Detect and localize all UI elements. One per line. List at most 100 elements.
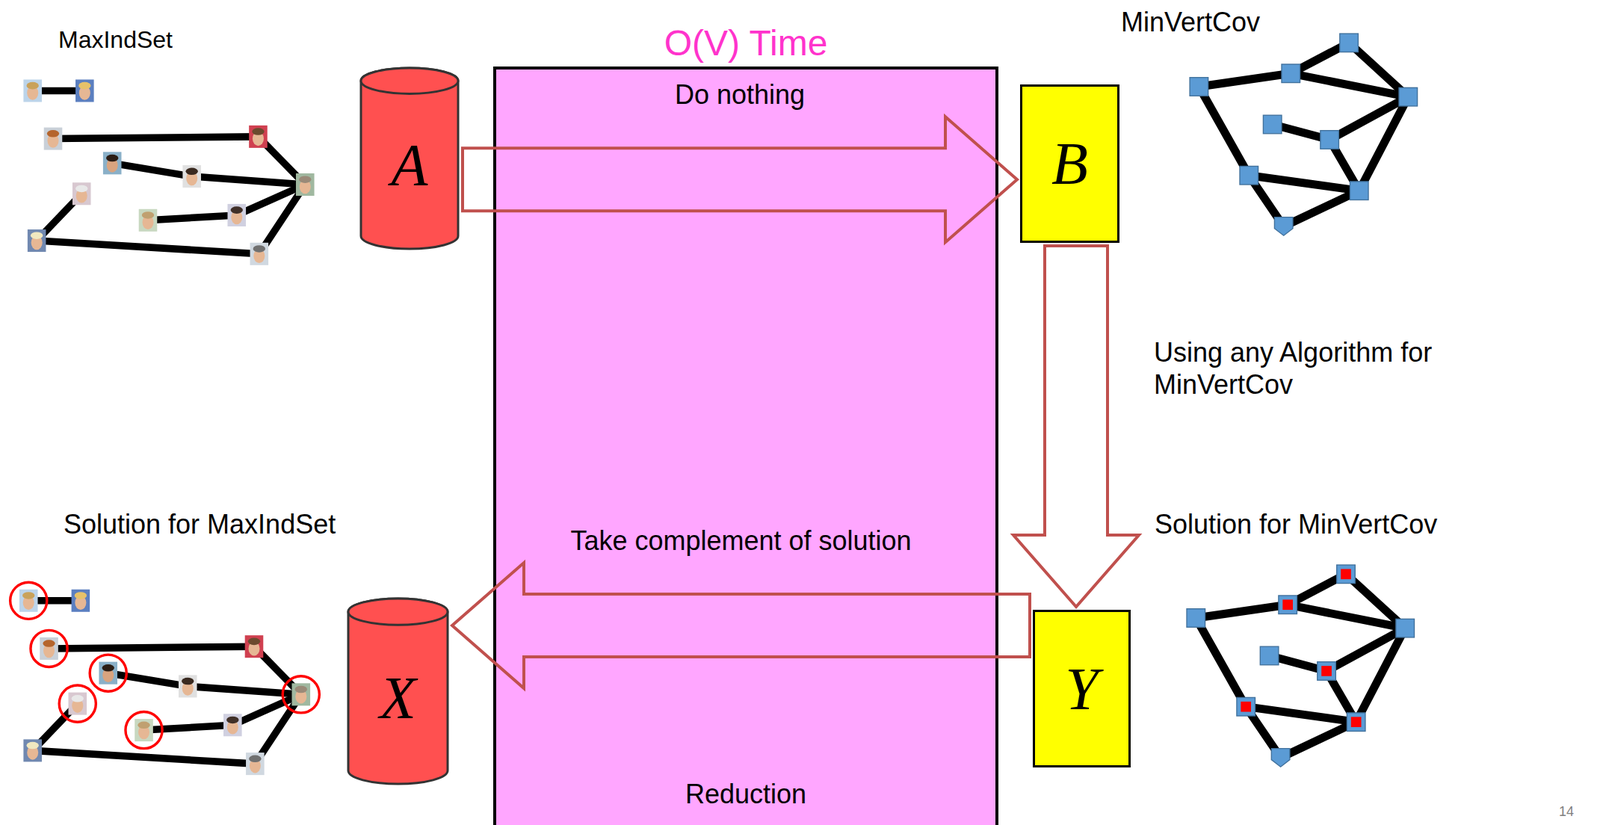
graph-vertices	[1339, 33, 1359, 53]
box-letter: A	[391, 135, 429, 196]
box-letter: X	[379, 668, 417, 728]
cover-marks	[1340, 568, 1352, 580]
graph-edges	[112, 162, 193, 177]
face-photos	[30, 231, 43, 240]
label-slot: MaxIndSet	[58, 25, 173, 54]
graph-edges	[1283, 190, 1360, 227]
selection-circles	[59, 685, 96, 722]
face-photos	[23, 79, 314, 265]
graph-edges	[147, 215, 237, 221]
solution-title: Solution for MinVertCov	[1154, 508, 1438, 541]
vertex-graph	[1186, 564, 1414, 767]
face-photos	[75, 79, 95, 102]
face-photos	[230, 206, 243, 214]
arrow-label: Using any Algorithm for MinVertCov	[1153, 336, 1438, 401]
graph-vertices	[1398, 87, 1418, 107]
selection-circles	[89, 654, 127, 692]
graph-title: MaxIndSet	[58, 25, 173, 54]
cover-marks	[1321, 665, 1332, 677]
graph-edges	[1359, 97, 1409, 192]
graph-vertices	[1189, 33, 1417, 236]
graph-vertices	[1281, 64, 1301, 83]
edge-label-slot: Take complement of solution	[570, 524, 911, 557]
face-photos	[106, 154, 119, 163]
face-photos	[27, 229, 47, 252]
cover-marks	[1351, 716, 1362, 728]
label-slot: MinVertCov	[1120, 5, 1260, 39]
face-photos	[44, 127, 63, 151]
face-photos	[23, 79, 42, 102]
selection-circles	[125, 712, 163, 749]
people-graph	[19, 589, 311, 775]
page-number: 14	[1558, 804, 1574, 821]
face-photos	[141, 211, 154, 219]
graph-vertices	[1320, 130, 1340, 150]
graph-edges	[192, 176, 306, 185]
graph-edges	[32, 90, 306, 254]
face-photos	[186, 167, 199, 175]
face-photos	[139, 209, 158, 232]
edge-label-slot: Do nothing	[674, 78, 805, 111]
face-photos	[47, 130, 60, 138]
cylinder-body	[348, 598, 448, 784]
time-heading: O(V) Time	[664, 21, 829, 66]
cylinder-top	[360, 68, 459, 94]
face-photos	[78, 82, 91, 90]
label-slot: Solution for MaxIndSet	[63, 508, 336, 541]
selection-circles	[10, 582, 320, 749]
selection-circles	[30, 629, 68, 667]
cylinder-store: A	[359, 66, 460, 251]
arrow-label: Take complement of solution	[570, 524, 911, 557]
graph-edges	[1248, 175, 1359, 191]
arrow-label: Do nothing	[674, 78, 805, 111]
cylinder-body	[360, 68, 459, 249]
graph-vertices	[1262, 115, 1282, 134]
graph-edges	[1198, 42, 1408, 227]
face-photos	[251, 127, 264, 136]
graph-edges	[1198, 73, 1291, 87]
face-photos	[227, 204, 246, 227]
graph-vertices	[1239, 165, 1259, 185]
reduction-band: O(V) TimeReduction	[493, 66, 999, 825]
graph-vertices	[1349, 181, 1369, 201]
vertex-graph	[1189, 33, 1417, 236]
face-photos	[182, 165, 202, 188]
label-slot: 14	[1558, 804, 1574, 821]
face-photos	[298, 175, 311, 184]
graph-edges	[36, 240, 260, 255]
face-photos	[75, 185, 88, 193]
graph-edges	[53, 136, 258, 140]
label-slot: Solution for MinVertCov	[1154, 508, 1438, 541]
face-photos	[248, 125, 268, 148]
cover-marks	[1240, 568, 1361, 728]
face-photos	[250, 242, 270, 266]
box-title: Reduction	[685, 777, 807, 811]
selection-circles	[10, 582, 48, 619]
graph-edges	[1290, 73, 1408, 97]
graph-edges	[1198, 86, 1249, 176]
face-photos	[72, 182, 92, 205]
face-photos	[103, 151, 122, 175]
selection-circles	[282, 676, 320, 713]
box-letter: Y	[1064, 659, 1099, 719]
graph-vertices	[1189, 77, 1209, 97]
face-photos	[295, 173, 315, 196]
cylinder-top	[348, 598, 448, 625]
face-photos	[26, 82, 39, 90]
cylinder-store: X	[346, 597, 450, 786]
data-box: B	[1020, 84, 1120, 243]
graph-title: MinVertCov	[1120, 5, 1260, 39]
data-box: Y	[1032, 609, 1131, 768]
edge-label-slot: Using any Algorithm for MinVertCov	[1153, 336, 1438, 401]
cover-marks	[1282, 599, 1293, 610]
face-photos	[253, 245, 266, 253]
people-graph	[23, 79, 314, 265]
block-arrow	[1013, 245, 1139, 607]
cover-marks	[1240, 701, 1252, 713]
graph-vertices	[1274, 217, 1293, 237]
solution-title: Solution for MaxIndSet	[63, 508, 336, 541]
box-letter: B	[1051, 133, 1089, 194]
